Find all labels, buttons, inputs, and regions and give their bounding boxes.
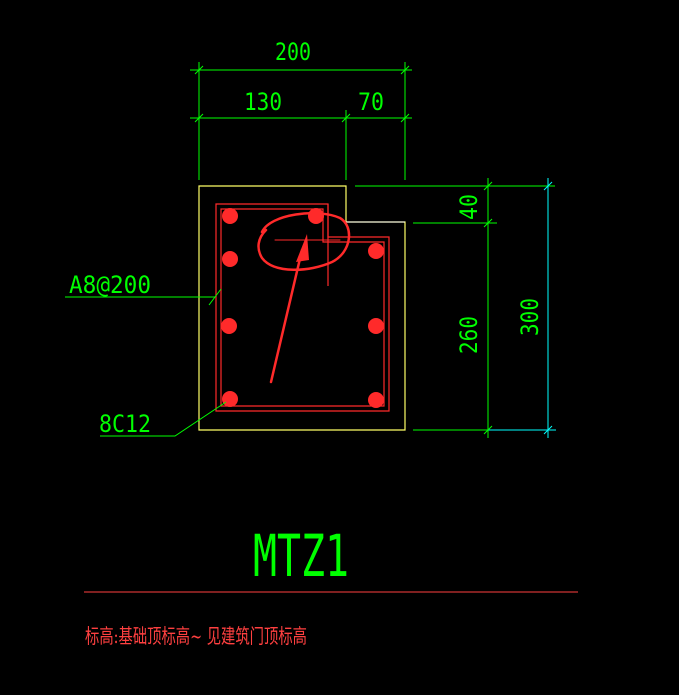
tick-mm bbox=[341, 113, 351, 123]
rebar-dot bbox=[222, 391, 238, 407]
dim-right-total: 300 bbox=[516, 298, 544, 336]
tick-tr bbox=[400, 65, 410, 75]
tick-ml bbox=[194, 113, 204, 123]
rebar-leader bbox=[100, 401, 227, 437]
rebar-dot bbox=[308, 208, 324, 224]
markup-arrow-shaft bbox=[269, 248, 304, 384]
elevation-note: 标高:基础顶标高~ 见建筑门顶标高 bbox=[85, 624, 307, 648]
rebars bbox=[221, 208, 384, 408]
rebar-dot bbox=[221, 318, 237, 334]
markup-circle bbox=[257, 211, 351, 271]
dim-top-total: 200 bbox=[275, 38, 311, 66]
rebar-dot bbox=[222, 251, 238, 267]
right-dimension-group bbox=[355, 178, 556, 438]
stirrup-label: A8@200 bbox=[69, 271, 151, 299]
tick-tl bbox=[194, 65, 204, 75]
stirrups bbox=[215, 203, 390, 412]
leaders bbox=[65, 288, 227, 437]
tick-r2 bbox=[483, 218, 493, 228]
markup-arrow-head bbox=[296, 234, 309, 262]
stirrup-leader-tick bbox=[208, 288, 222, 306]
markup-annotation bbox=[257, 211, 351, 384]
stirrup-inner bbox=[220, 208, 385, 407]
tick-r3 bbox=[483, 425, 493, 435]
rebar-dot bbox=[368, 392, 384, 408]
rebar-dot bbox=[368, 318, 384, 334]
rebar-dot bbox=[368, 243, 384, 259]
dim-right-bottom: 260 bbox=[455, 316, 483, 354]
tick-r1 bbox=[483, 181, 493, 191]
dim-top-right: 70 bbox=[358, 88, 384, 116]
top-dimension-group bbox=[190, 62, 412, 180]
tick-r5 bbox=[543, 425, 553, 435]
rebar-dot bbox=[222, 208, 238, 224]
tick-mr bbox=[400, 113, 410, 123]
tick-r4 bbox=[543, 181, 553, 191]
stirrup-outer bbox=[215, 203, 390, 412]
dim-top-left: 130 bbox=[244, 88, 282, 116]
section-title: MTZ1 bbox=[253, 522, 349, 590]
dim-right-top: 40 bbox=[455, 194, 483, 220]
rebar-label: 8C12 bbox=[99, 410, 151, 438]
